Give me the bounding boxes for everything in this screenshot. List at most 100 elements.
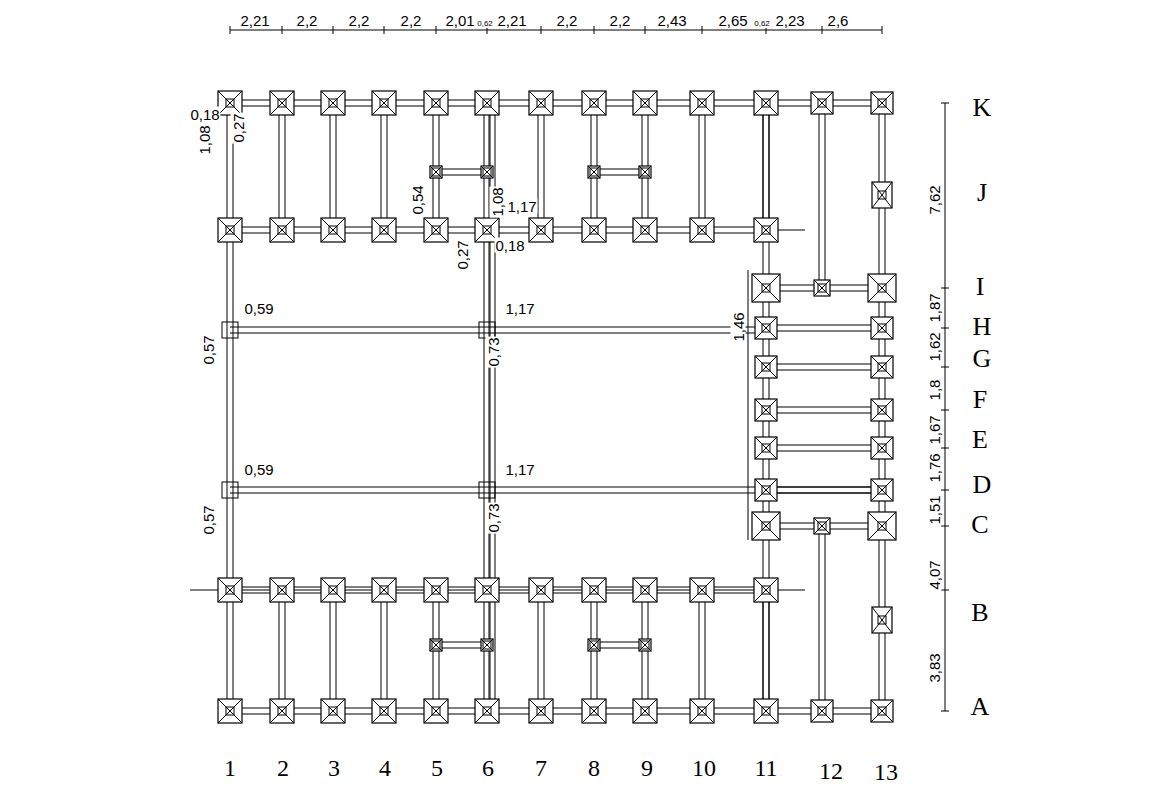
beam-bracket [222,482,238,498]
footing-pad [582,578,606,602]
beam-line [218,91,242,115]
column-mark [590,707,598,715]
column-axis-number: 7 [535,756,547,780]
footing-pad [424,218,448,242]
beam-line [381,103,382,230]
column-mark [537,99,545,107]
footing-pad [871,479,893,501]
footing-pad [475,699,499,723]
beam-line [475,578,499,602]
beam-line [690,91,714,115]
beam-line [822,26,823,34]
column-mark [380,226,388,234]
column-mark [762,284,770,292]
row-axis-letter: F [973,387,987,413]
footing-pad [424,91,448,115]
footing-pad [755,399,777,421]
dimension-label: 4,07 [927,559,942,590]
column-mark [590,226,598,234]
footing-pad [372,578,396,602]
footing-pad [690,578,714,602]
beam-line [941,448,949,449]
footing-pad [871,92,893,114]
beam-line [633,91,657,115]
dimension-label: 1,46 [731,311,746,342]
column-mark [641,586,649,594]
beam-line [699,590,700,711]
beam-line [529,91,553,115]
footing-pad [372,91,396,115]
beam-line [941,526,949,527]
dimension-label: 1,87 [927,292,942,323]
beam-line [436,648,487,649]
beam-line [424,578,448,602]
column-mark [762,324,770,332]
footing-pad [871,317,893,339]
column-axis-number: 1 [224,756,236,780]
beam-line [766,445,882,446]
column-mark [818,522,826,530]
beam-line [819,103,820,288]
beam-line [702,26,703,34]
footing-pad [755,437,777,459]
beam-line [321,91,345,115]
beam-line [814,518,830,534]
column-mark [698,99,706,107]
column-mark [878,522,886,530]
footing-pad [755,356,777,378]
beam-line [321,699,345,723]
footing-pad [372,218,396,242]
footing-pad [218,699,242,723]
footing-pad [430,166,442,178]
column-mark [762,444,770,452]
beam-line [529,699,553,723]
column-axis-number: 13 [874,760,898,784]
beam-line [871,92,893,114]
beam-line [690,218,714,242]
column-mark [278,586,286,594]
beam-line [755,356,777,378]
beam-line [279,103,280,230]
footing-pad [218,218,242,242]
beam-line [279,590,280,711]
dimension-label: 0,73 [486,502,501,533]
footing-pad [475,578,499,602]
beam-line [424,218,448,242]
beam-line [755,399,777,421]
dimension-label: 1,51 [927,494,942,525]
beam-line [321,218,345,242]
beam-line [871,399,893,421]
dimension-label: 2,21 [239,13,270,28]
footing-pad [868,274,896,302]
beam-line [218,218,242,242]
footing-pad [529,699,553,723]
beam-line [941,590,949,591]
column-mark [278,99,286,107]
beam-line [321,578,345,602]
beam-line [639,166,651,178]
beam-line [336,590,337,711]
footing-pad [529,91,553,115]
dimension-label: 1,17 [506,199,537,214]
column-mark [762,707,770,715]
column-axis-number: 8 [588,756,600,780]
beam-line [814,518,830,534]
footing-pad [424,699,448,723]
dimension-label: 0,59 [243,301,274,316]
beam-line [766,493,882,494]
beam-line [754,699,778,723]
beam-line [481,166,493,178]
footing-pad [633,578,657,602]
beam-line [436,169,487,170]
row-axis-letter: B [971,600,988,626]
beam-line [333,26,334,34]
dimension-label: 1,62 [927,331,942,362]
beam-line [754,218,778,242]
column-mark [329,586,337,594]
beam-line [811,92,833,114]
beam-line [582,91,606,115]
beam-line [871,700,893,722]
beam-line [230,333,766,334]
column-mark [226,707,234,715]
footing-pad [481,166,493,178]
